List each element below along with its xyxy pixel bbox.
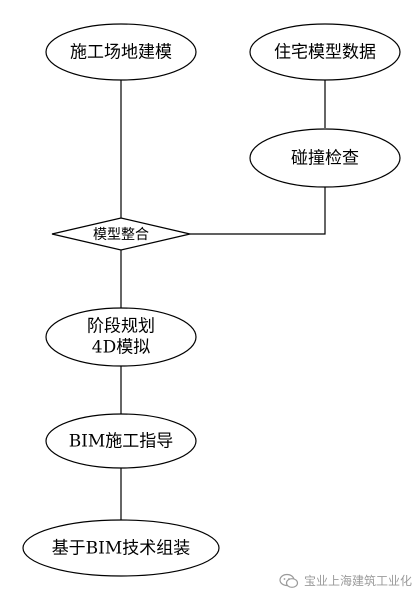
node-phase-planning-line2: 4D模拟 [92,338,150,358]
node-clash-check-shape [249,128,401,188]
node-model-integration: 模型整合 [51,217,191,251]
node-bim-assembly: 基于BIM技术组装 [22,519,220,577]
wechat-icon [279,573,299,588]
node-bim-guidance-shape [45,413,197,469]
node-clash-check: 碰撞检查 [249,128,401,188]
node-bim-guidance: BIM施工指导 [45,413,197,469]
edge-clash-to-integration [190,187,326,235]
node-bim-assembly-label: 基于BIM技术组装 [52,539,191,559]
node-site-modeling-label: 施工场地建模 [70,43,172,63]
node-model-integration-label: 模型整合 [93,227,149,243]
node-site-modeling: 施工场地建模 [45,23,197,81]
node-bim-assembly-shape [22,519,220,577]
node-bim-guidance-label: BIM施工指导 [69,432,174,452]
edges [120,79,326,520]
node-phase-planning: 阶段规划 4D模拟 [45,307,197,367]
node-residential-data: 住宅模型数据 [249,23,401,81]
node-residential-data-label: 住宅模型数据 [274,43,376,63]
node-clash-check-label: 碰撞检查 [291,149,359,169]
node-site-modeling-shape [45,23,197,81]
watermark-text: 宝业上海建筑工业化 [303,574,412,588]
node-model-integration-shape [51,217,191,251]
node-residential-data-shape [249,23,401,81]
node-phase-planning-line1: 阶段规划 [87,317,155,337]
node-phase-planning-shape [45,307,197,367]
watermark: 宝业上海建筑工业化 [279,572,412,589]
